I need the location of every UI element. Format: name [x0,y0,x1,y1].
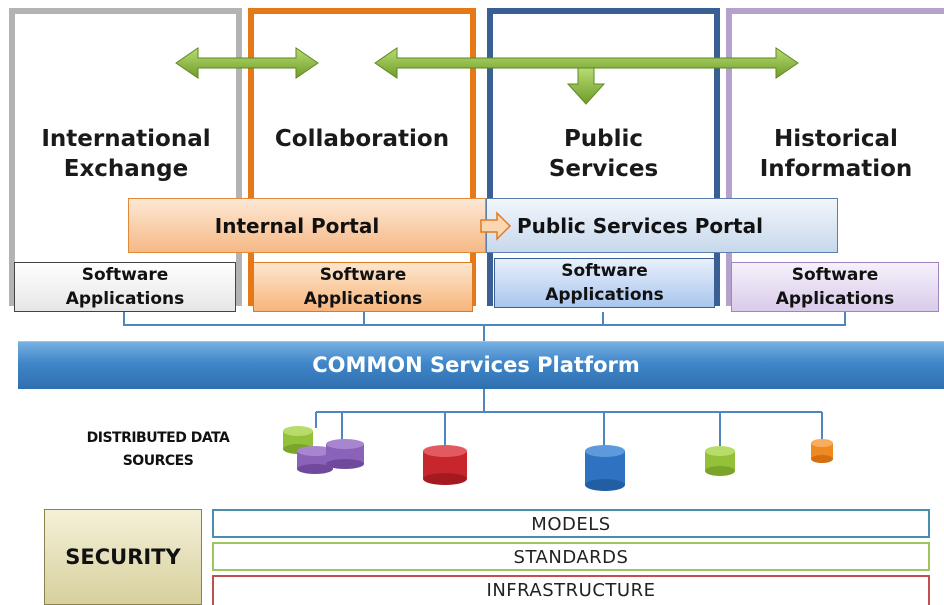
title-line: Services [548,156,659,182]
layer-models[interactable]: MODELS [212,509,930,538]
internal-portal[interactable]: Internal Portal [128,198,486,253]
database-icon [423,445,467,485]
software-applications-collaboration[interactable]: Software Applications [253,262,473,312]
database-icon [297,446,333,474]
layer-infrastructure[interactable]: INFRASTRUCTURE [212,575,930,605]
database-icon [326,439,364,469]
title-line: Public [563,126,644,152]
database-icon [585,445,625,491]
label-line: SOURCES [122,453,194,469]
title-line: Information [759,156,913,182]
column-title-public-services: Public Services [493,124,714,184]
column-title-international: International Exchange [15,124,237,184]
software-label: Software [791,265,879,285]
database-icon [811,439,833,463]
double-arrow-icon [175,47,319,79]
column-title-historical: Historical Information [732,124,940,184]
layer-standards[interactable]: STANDARDS [212,542,930,571]
software-label: Applications [303,289,423,309]
public-services-portal[interactable]: Public Services Portal [486,198,838,253]
security-label: SECURITY [65,545,181,569]
software-label: Applications [65,289,185,309]
title-line: International [41,126,211,152]
distributed-data-sources-label: DISTRIBUTED DATA SOURCES [58,427,258,473]
title-line: Historical [774,126,898,152]
software-label: Software [319,265,407,285]
software-applications-public-services[interactable]: Software Applications [494,258,715,308]
double-arrow-icon [374,47,799,79]
database-icon [705,446,735,476]
column-title-collaboration: Collaboration [254,124,470,154]
common-services-platform[interactable]: COMMON Services Platform [18,341,944,389]
label-line: DISTRIBUTED DATA [86,430,230,446]
internal-portal-label: Internal Portal [214,213,380,238]
title-line: Collaboration [274,126,450,152]
software-applications-historical[interactable]: Software Applications [731,262,939,312]
down-arrow-icon [566,67,606,105]
platform-label: COMMON Services Platform [312,353,640,377]
software-label: Software [81,265,169,285]
software-label: Software [561,261,648,281]
public-services-portal-label: Public Services Portal [517,213,763,238]
software-applications-international[interactable]: Software Applications [14,262,236,312]
software-label: Applications [545,285,664,305]
software-label: Applications [775,289,895,309]
security-box[interactable]: SECURITY [44,509,202,605]
title-line: Exchange [63,156,189,182]
